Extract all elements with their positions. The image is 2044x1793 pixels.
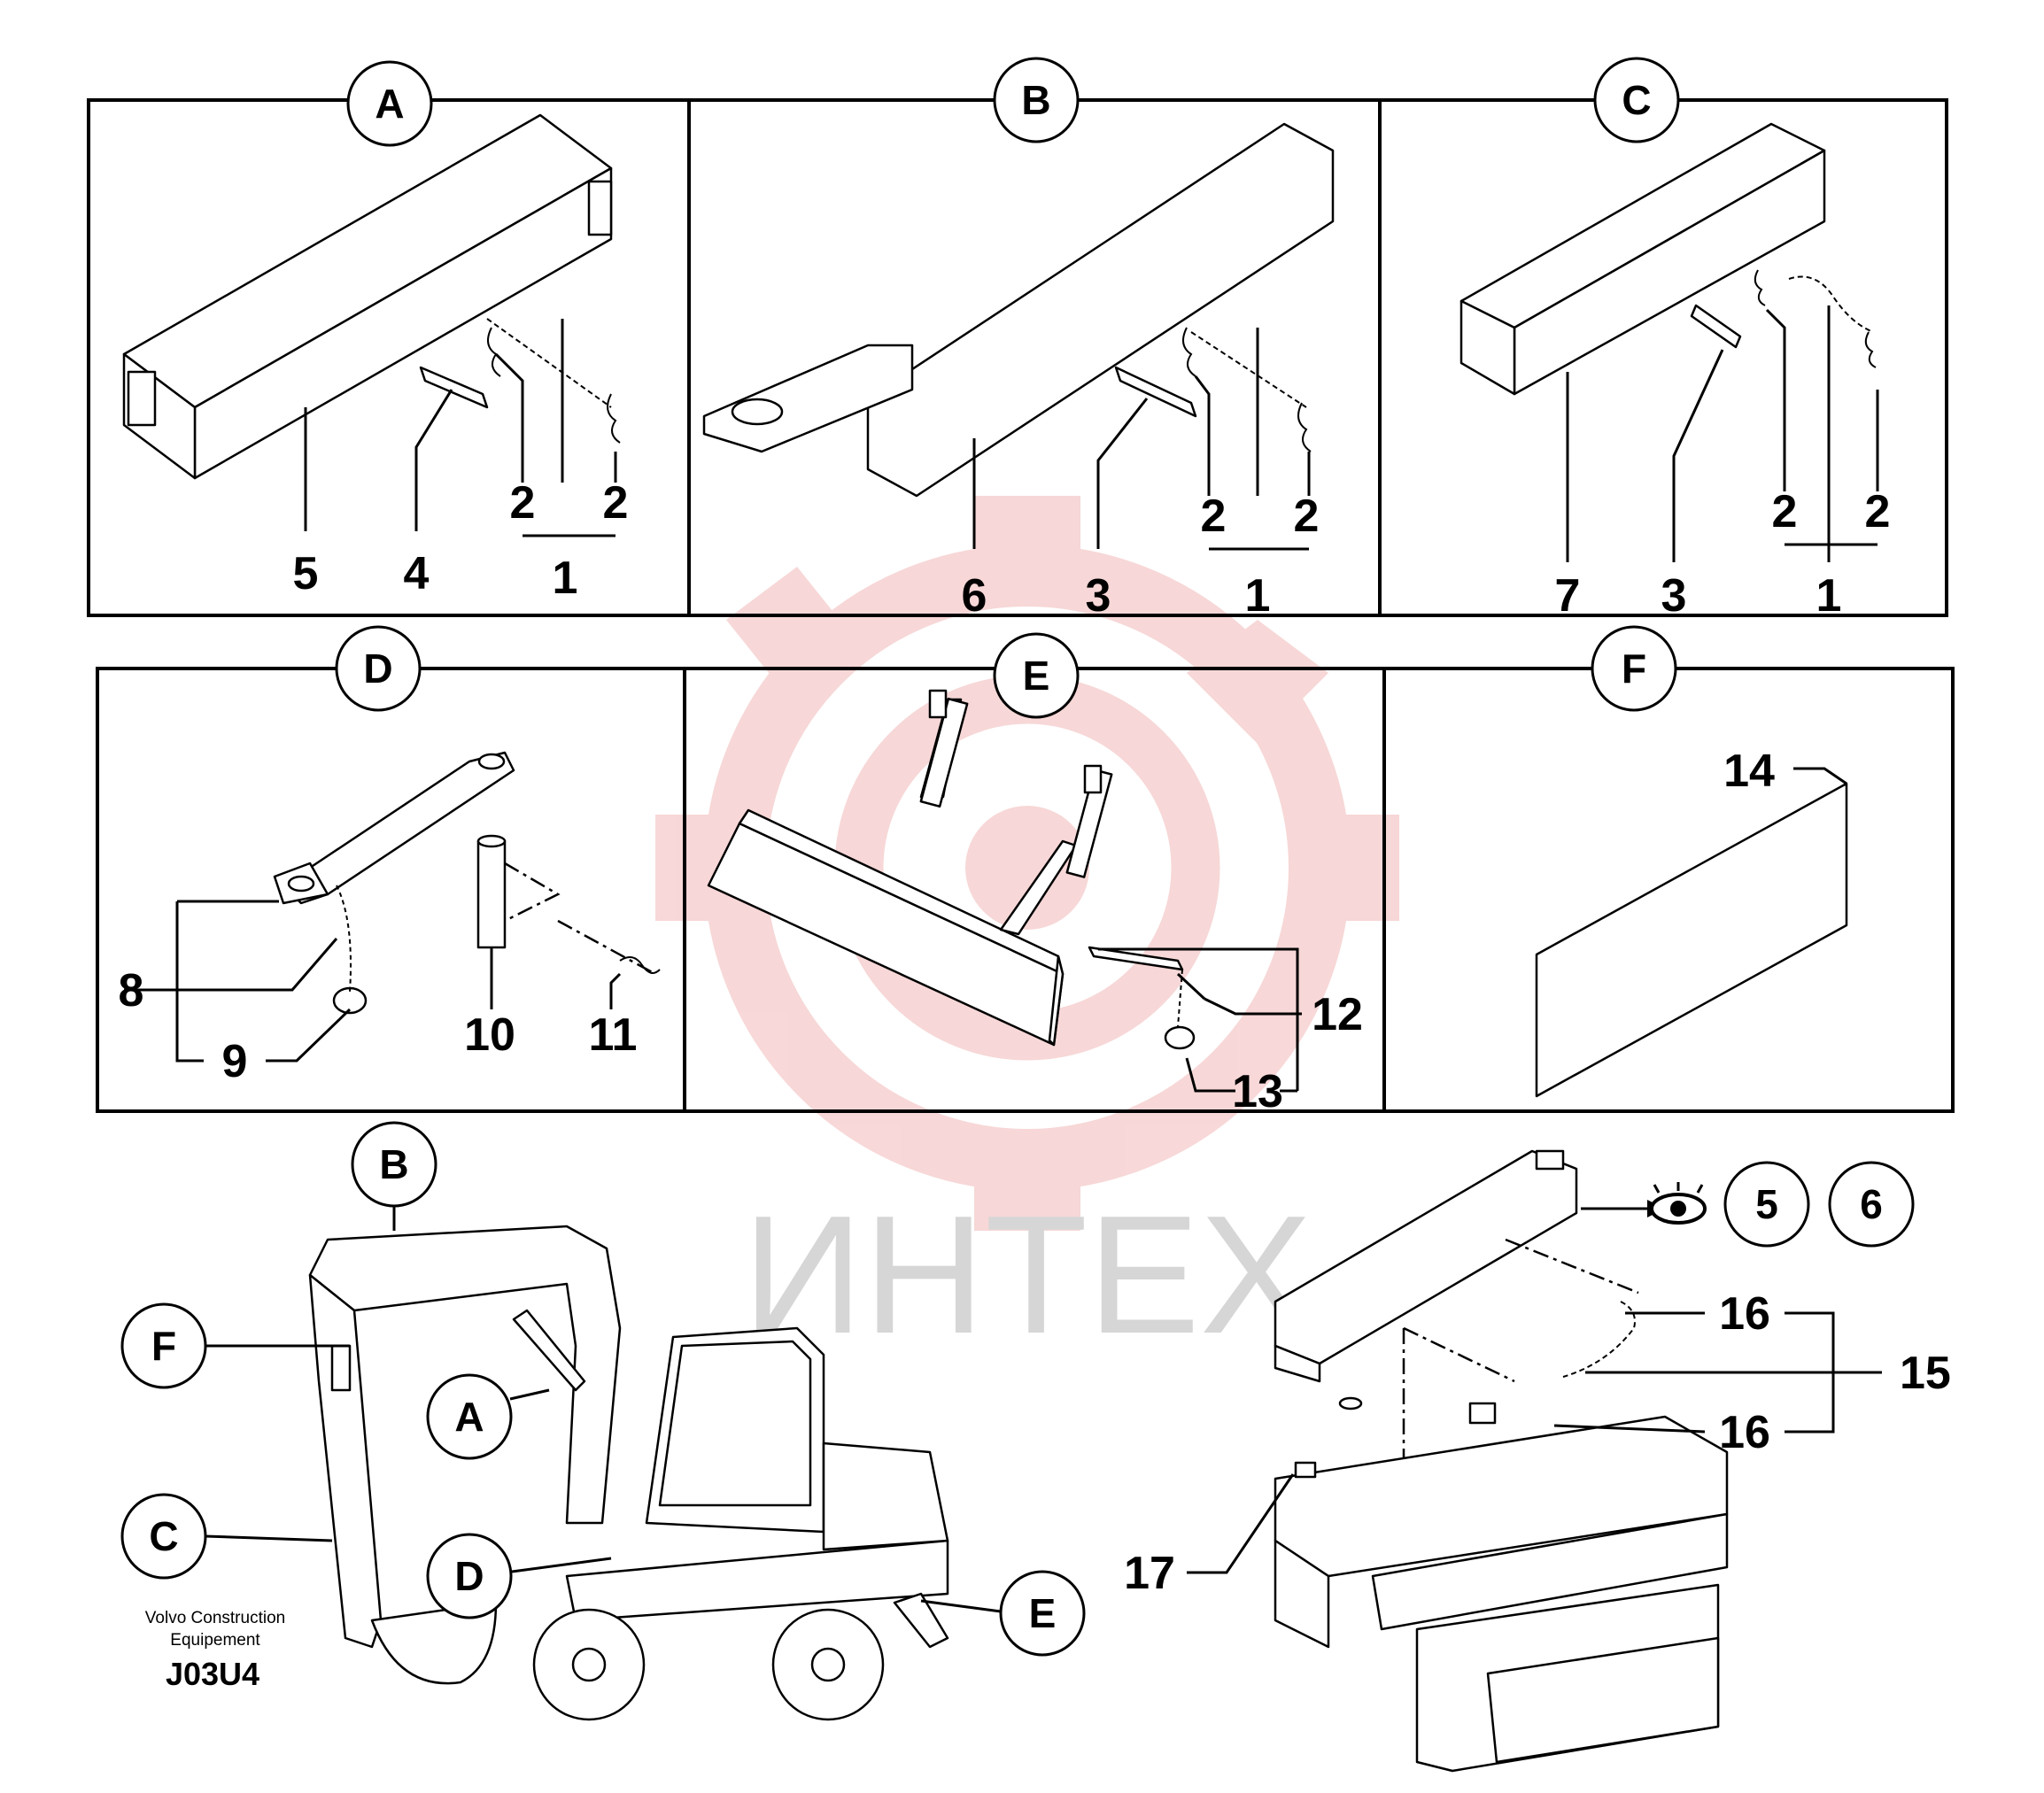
machine-callout-a: A <box>454 1394 484 1440</box>
panel-e <box>707 689 1302 1093</box>
label-a-4: 4 <box>404 548 430 599</box>
panel-f <box>1535 767 1848 1098</box>
panel-callout-c: C <box>1622 77 1651 123</box>
label-f-14: 14 <box>1723 746 1775 797</box>
label-b-2-right: 2 <box>1294 491 1320 542</box>
eye-icon <box>1650 1182 1707 1225</box>
watermark-text: ИНТЕХ <box>742 1181 1312 1369</box>
maker-line-2: Equipement <box>170 1631 260 1650</box>
label-d-8: 8 <box>119 965 144 1016</box>
label-detail-17: 17 <box>1124 1548 1175 1599</box>
machine-callouts <box>120 1121 1086 1657</box>
machine-callout-d: D <box>454 1553 484 1599</box>
label-c-2-right: 2 <box>1865 486 1891 537</box>
label-a-5: 5 <box>293 548 319 599</box>
label-b-2-left: 2 <box>1201 491 1227 542</box>
label-e-12: 12 <box>1312 989 1363 1040</box>
panel-callout-f: F <box>1622 645 1646 692</box>
label-c-7: 7 <box>1555 570 1581 622</box>
label-d-11: 11 <box>589 1009 638 1061</box>
panel-callouts <box>335 57 1680 719</box>
detail-leaders <box>1187 1311 1882 1574</box>
panel-callout-e: E <box>1023 653 1050 699</box>
panel-a <box>122 113 621 537</box>
see-also-callouts <box>1723 1161 1915 1248</box>
label-d-10: 10 <box>464 1009 515 1061</box>
label-a-1: 1 <box>553 553 578 604</box>
machine-callout-b: B <box>379 1141 408 1187</box>
machine-callout-f: F <box>151 1323 176 1369</box>
label-c-3: 3 <box>1661 570 1687 622</box>
panel-callout-a: A <box>375 81 404 127</box>
panel-callout-b: B <box>1021 77 1050 123</box>
storage-detail <box>1274 1149 1729 1773</box>
panel-d <box>124 751 661 1063</box>
label-c-1: 1 <box>1816 570 1842 622</box>
label-e-13: 13 <box>1232 1066 1283 1117</box>
label-a-2-left: 2 <box>510 477 536 529</box>
label-detail-16-top: 16 <box>1719 1288 1770 1340</box>
see-also-5: 5 <box>1755 1181 1778 1227</box>
label-c-2-left: 2 <box>1772 486 1798 537</box>
drawing-code: J03U4 <box>166 1656 259 1692</box>
label-b-1: 1 <box>1245 570 1271 622</box>
label-detail-16-bottom: 16 <box>1719 1407 1770 1458</box>
label-detail-15: 15 <box>1900 1348 1951 1399</box>
panel-b <box>702 122 1335 551</box>
label-d-9: 9 <box>222 1036 248 1087</box>
excavator-drawing <box>205 1204 1002 1721</box>
panel-c <box>1459 122 1879 562</box>
label-a-2-right: 2 <box>603 477 629 529</box>
label-b-3: 3 <box>1086 570 1111 622</box>
label-b-6: 6 <box>962 570 987 622</box>
machine-callout-e: E <box>1029 1590 1057 1636</box>
panel-callout-d: D <box>363 645 392 692</box>
see-also-6: 6 <box>1860 1181 1883 1227</box>
machine-callout-c: C <box>149 1513 178 1559</box>
maker-line-1: Volvo Construction <box>145 1609 285 1627</box>
